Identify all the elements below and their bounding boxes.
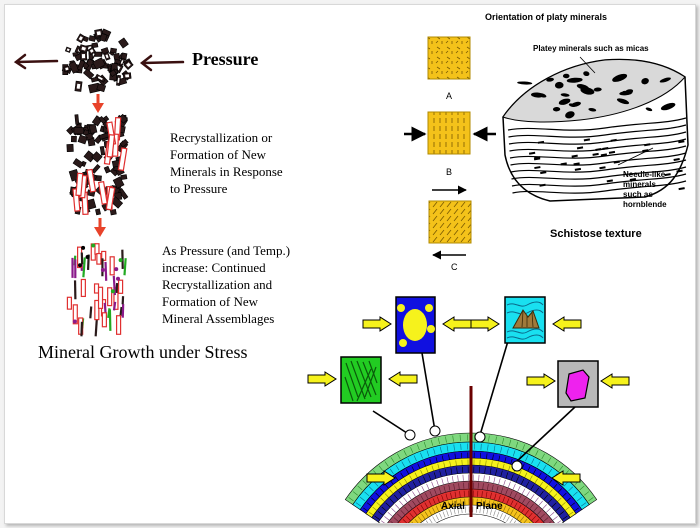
- inset-magenta-crystal: [565, 369, 590, 402]
- hornblende-line: Needle-like: [623, 170, 666, 179]
- callout-points: [404, 425, 523, 472]
- hornblende-line: hornblende: [623, 200, 667, 209]
- step2-line: Mineral Assemblages: [162, 311, 275, 326]
- grain-cluster-new-assemblage: [66, 243, 127, 337]
- hornblende-pointer: [617, 147, 654, 166]
- random-orientation-box: [427, 36, 471, 80]
- axial-label: Axial: [441, 501, 465, 512]
- stress-arrows: [307, 316, 630, 486]
- grain-cluster-recrystallized: [66, 113, 129, 216]
- slide: Pressure Recrystallization or Formation …: [4, 4, 696, 524]
- inset-green-needles: [340, 356, 382, 404]
- folded-rock-layers: [344, 432, 598, 523]
- inset-blue-crystal-shapes: [397, 304, 435, 347]
- mica-pointer: [579, 56, 596, 74]
- step1-description: Recrystallization or Formation of New Mi…: [170, 129, 283, 197]
- pressure-arrow-right: [139, 54, 185, 72]
- pressure-arrow-left: [13, 53, 59, 70]
- inset-cyan-details: [506, 301, 544, 340]
- hornblende-line: such as: [623, 190, 653, 199]
- inset-green-needle-lines: [344, 360, 378, 402]
- hornblende-line: minerals: [623, 180, 656, 189]
- progression-arrow-2: [94, 218, 106, 237]
- step2-line: As Pressure (and Temp.): [162, 243, 291, 258]
- step1-line: Minerals in Response: [170, 164, 283, 179]
- step2-line: Formation of New: [162, 294, 259, 309]
- progression-arrow-1: [92, 94, 104, 113]
- step1-line: Formation of New: [170, 147, 267, 162]
- step1-line: Recrystallization or: [170, 130, 273, 145]
- schist-caption: Schistose texture: [550, 228, 642, 240]
- box-label-a: A: [446, 91, 453, 101]
- left-caption: Mineral Growth under Stress: [38, 342, 248, 362]
- schist-title: Orientation of platy minerals: [485, 12, 608, 22]
- compressed-orientation-box: [427, 111, 471, 155]
- step1-line: to Pressure: [170, 181, 228, 196]
- step2-description: As Pressure (and Temp.) increase: Contin…: [162, 242, 290, 327]
- callout-lines: [372, 340, 576, 464]
- grain-cluster-initial: [61, 28, 134, 94]
- step2-line: Recrystallization and: [162, 277, 273, 292]
- mica-label: Platey minerals such as micas: [533, 44, 649, 53]
- box-label-b: B: [446, 167, 453, 177]
- hornblende-label: Needle-like minerals such as hornblende: [623, 170, 667, 210]
- pressure-label: Pressure: [192, 49, 259, 69]
- slide-artwork: [13, 28, 689, 523]
- sheared-orientation-box: [428, 200, 472, 244]
- step2-line: increase: Continued: [162, 260, 266, 275]
- schist-block-illustration: [502, 58, 689, 202]
- plane-label: Plane: [476, 501, 503, 512]
- box-label-c: C: [451, 262, 458, 272]
